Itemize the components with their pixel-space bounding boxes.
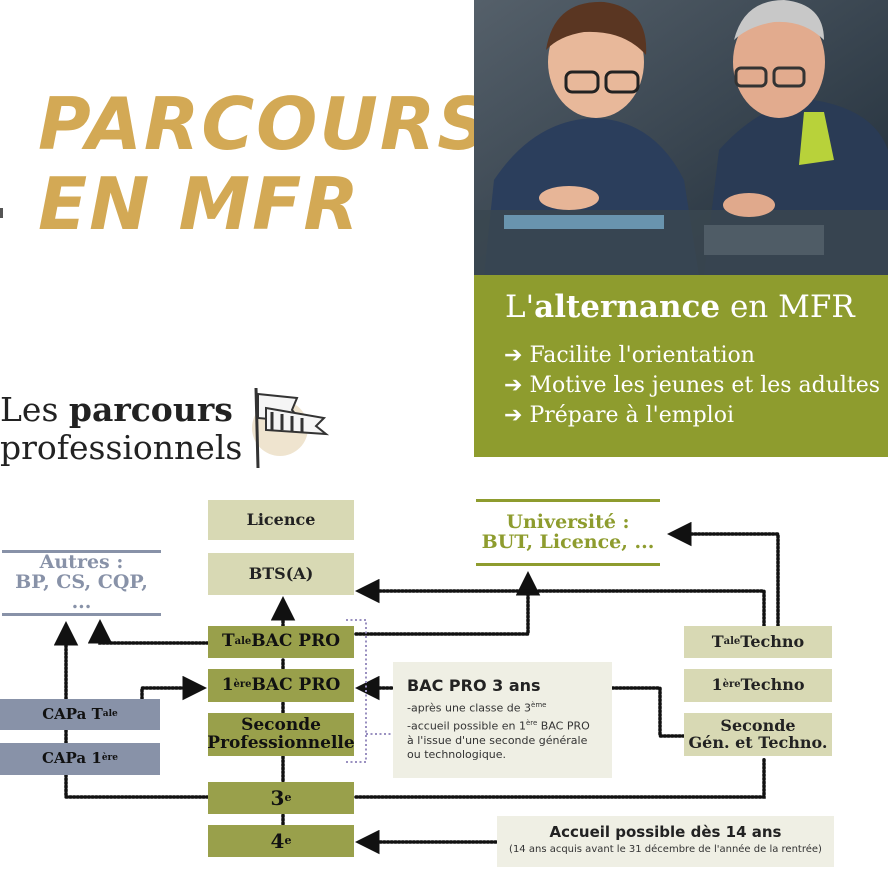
capa-first-sup: ère bbox=[101, 753, 119, 764]
bullet-text: Prépare à l'emploi bbox=[529, 403, 734, 428]
universite-box: Université : BUT, Licence, ... bbox=[476, 499, 660, 566]
parcours-bold: parcours bbox=[68, 390, 233, 429]
techno-seconde-line2: Gén. et Techno. bbox=[688, 732, 828, 752]
item1-text: après une classe de 3 bbox=[410, 701, 532, 715]
alternance-heading-prefix: L' bbox=[505, 289, 535, 325]
bacpro-info-item2: -accueil possible en 1ère BAC PRO à l'is… bbox=[407, 719, 590, 761]
techno-tale-t: T bbox=[711, 631, 724, 651]
accueil-title: Accueil possible dès 14 ans bbox=[549, 823, 782, 841]
capa-tale-sup: ale bbox=[102, 708, 118, 719]
parcours-heading-line2: professionnels bbox=[0, 428, 243, 467]
autres-box: Autres : BP, CS, CQP, ... bbox=[2, 550, 161, 616]
seconde-line2: Professionnelle bbox=[207, 732, 355, 753]
tale-t: T bbox=[221, 631, 235, 652]
pennant-flags-icon bbox=[242, 386, 332, 470]
universite-line1: Université : bbox=[506, 510, 630, 533]
alternance-bullet-1: ➔ Facilite l'orientation bbox=[504, 343, 755, 368]
accueil-subtitle: (14 ans acquis avant le 31 décembre de l… bbox=[509, 844, 822, 855]
bullet-text: Motive les jeunes et les adultes bbox=[529, 373, 881, 398]
edge-mark bbox=[0, 208, 3, 218]
arrow-right-icon: ➔ bbox=[504, 403, 523, 428]
universite-line2: BUT, Licence, ... bbox=[481, 530, 655, 553]
bacpro-info-box: BAC PRO 3 ans -après une classe de 3ème … bbox=[393, 662, 612, 778]
alternance-heading-bold: alternance bbox=[534, 289, 721, 325]
techno-tale-rest: Techno bbox=[740, 631, 805, 651]
first-num: 1 bbox=[221, 674, 234, 695]
accueil-box: Accueil possible dès 14 ans (14 ans acqu… bbox=[497, 816, 834, 867]
licence-box: Licence bbox=[208, 500, 354, 540]
workshop-photo bbox=[474, 0, 888, 275]
alternance-heading: L'alternance en MFR bbox=[505, 289, 855, 325]
alternance-bullet-2: ➔ Motive les jeunes et les adultes bbox=[504, 373, 880, 398]
bts-box: BTS(A) bbox=[208, 553, 354, 595]
alternance-panel: L'alternance en MFR ➔ Facilite l'orienta… bbox=[474, 275, 888, 457]
first-rest: BAC PRO bbox=[251, 674, 341, 695]
techno-first-sup: ère bbox=[722, 679, 741, 691]
item2-line2: à l'issue d'une seconde générale bbox=[407, 733, 588, 747]
parcours-heading-line1: Les parcours bbox=[0, 390, 233, 429]
item2-text-b: BAC PRO bbox=[537, 720, 590, 734]
capa-tale-prefix: CAPa T bbox=[42, 704, 103, 723]
bacpro-info-item1: -après une classe de 3ème bbox=[407, 701, 547, 715]
item2-sup: ère bbox=[525, 719, 538, 728]
troisieme-num: 3 bbox=[270, 785, 285, 810]
alternance-bullet-3: ➔ Prépare à l'emploi bbox=[504, 403, 734, 428]
tale-rest: BAC PRO bbox=[251, 631, 341, 652]
techno-first-num: 1 bbox=[711, 675, 723, 695]
quatrieme-num: 4 bbox=[270, 828, 285, 853]
seconde-line1: Seconde bbox=[241, 714, 321, 735]
first-sup: ère bbox=[233, 679, 252, 691]
capa-first-prefix: CAPa 1 bbox=[41, 749, 102, 768]
arrow-right-icon: ➔ bbox=[504, 373, 523, 398]
troisieme-sup: e bbox=[284, 791, 292, 805]
tale-sup: ale bbox=[234, 635, 252, 647]
parcours-prefix: Les bbox=[0, 390, 69, 429]
item2-text-a: accueil possible en 1 bbox=[410, 720, 526, 734]
techno-first-rest: Techno bbox=[740, 675, 805, 695]
quatrieme-sup: e bbox=[284, 834, 292, 848]
bullet-text: Facilite l'orientation bbox=[529, 343, 755, 368]
main-title-line1: PARCOURS bbox=[38, 82, 492, 166]
main-title-line2: EN MFR bbox=[38, 162, 361, 246]
arrow-right-icon: ➔ bbox=[504, 343, 523, 368]
techno-seconde-line1: Seconde bbox=[720, 715, 796, 735]
alternance-heading-suffix: en MFR bbox=[720, 289, 855, 325]
autres-line1: Autres : bbox=[39, 551, 124, 574]
item2-line3: ou technologique. bbox=[407, 747, 507, 761]
techno-tale-sup: ale bbox=[723, 635, 741, 647]
item1-sup: ème bbox=[531, 701, 547, 709]
autres-line2: BP, CS, CQP, ... bbox=[15, 571, 148, 613]
bacpro-info-title: BAC PRO 3 ans bbox=[407, 676, 541, 695]
